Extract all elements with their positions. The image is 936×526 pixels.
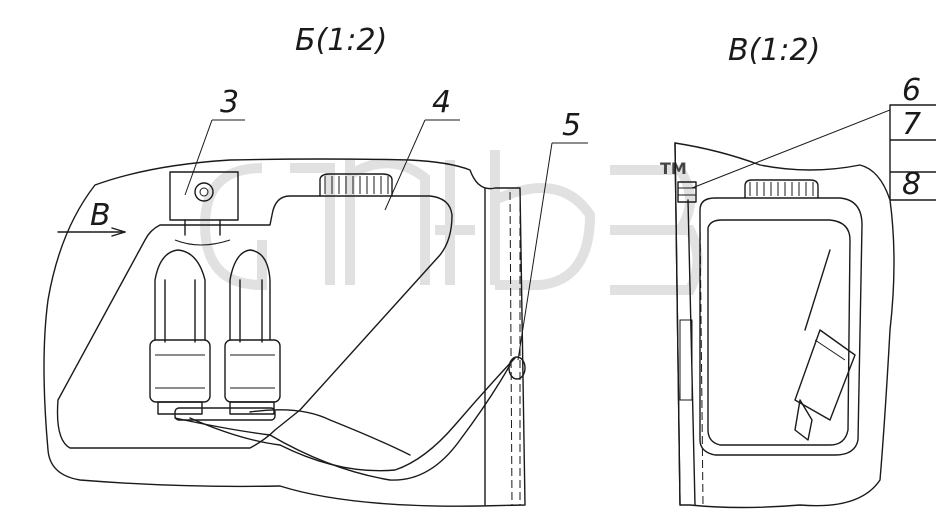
section-marker-label: В: [90, 198, 111, 233]
callout-3: 3: [220, 85, 239, 120]
filler-cap-side: [744, 179, 819, 199]
view-title-right: В(1:2): [728, 33, 820, 68]
left-view: В 3 4 5: [43, 85, 588, 507]
callout-4: 4: [432, 85, 451, 120]
reservoir-side: [699, 197, 863, 456]
pump-left: [149, 249, 211, 415]
filler-cap: [319, 173, 393, 197]
view-title-left: Б(1:2): [295, 23, 387, 58]
callout-8: 8: [902, 167, 921, 202]
callout-7: 7: [902, 107, 921, 142]
callout-5: 5: [562, 108, 581, 143]
pump-side: [794, 249, 856, 441]
right-view: 6 7 8: [674, 73, 936, 509]
bracket-plate: [169, 171, 239, 221]
callout-6: 6: [902, 73, 921, 108]
leader-6: [691, 109, 891, 189]
bolt-head: [194, 182, 214, 202]
fastener: [677, 181, 697, 203]
reservoir-body: [56, 195, 453, 449]
trademark-label: TM: [660, 159, 687, 178]
callout-table: [889, 104, 936, 201]
hose-a: [174, 364, 511, 481]
hose-b: [189, 357, 516, 472]
grommet: [508, 356, 526, 380]
